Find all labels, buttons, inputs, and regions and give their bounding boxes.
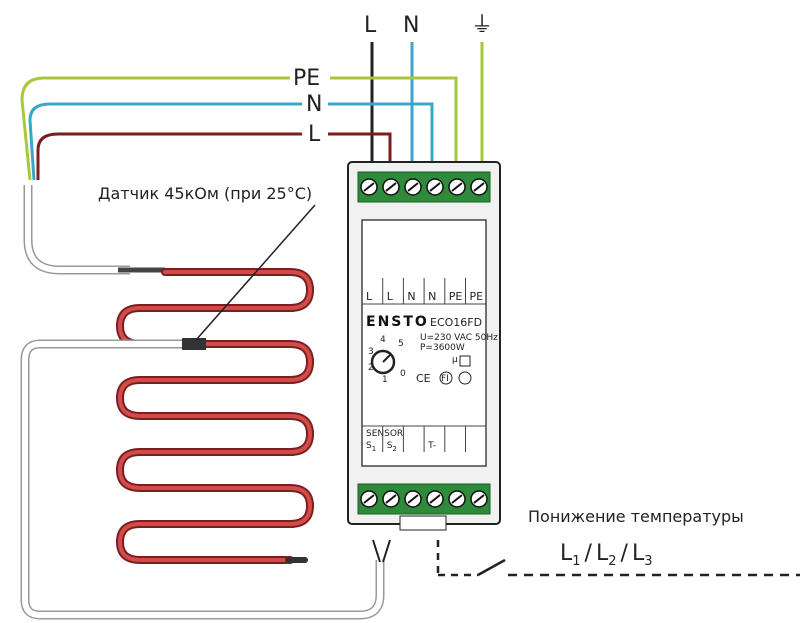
device-power: P=3600W — [420, 343, 465, 353]
lead-N-wire — [28, 102, 434, 181]
ground-symbol-icon: ⏚ — [471, 13, 493, 38]
dial-number: 2 — [368, 363, 374, 373]
terminal-label-top: N — [407, 290, 415, 303]
supply-wires — [370, 42, 484, 178]
terminal-label-bottom: S2 — [387, 441, 397, 453]
dial-number: 4 — [380, 335, 386, 345]
device-model: ECO16FD — [430, 316, 482, 329]
sensor-cable — [20, 338, 391, 620]
device-voltage: U=230 VAC 50Hz — [420, 333, 498, 343]
supply-N-label: N — [403, 13, 419, 38]
wire-N-label: N — [306, 92, 322, 117]
terminal-label-bottom: T- — [427, 441, 436, 451]
wire-PE-label: PE — [293, 66, 320, 91]
lead-L-wire — [36, 132, 392, 180]
terminal-label-top: PE — [470, 290, 484, 303]
sensor-probe — [182, 338, 206, 350]
terminal-label-top: L — [366, 290, 373, 303]
mu-symbol: μ — [452, 355, 458, 365]
terminal-label-bottom: S1 — [366, 441, 376, 453]
terminal-label-top: L — [387, 290, 394, 303]
reduction-label: Понижение температуры — [528, 507, 744, 526]
heating-cable — [115, 268, 315, 564]
top-terminal-block — [357, 171, 491, 203]
fi-mark: FI — [441, 374, 449, 384]
sensor-header: SENSOR — [366, 429, 403, 439]
sensor-label: Датчик 45кОм (при 25°С) — [98, 184, 312, 203]
device-brand: ENSTO — [366, 314, 429, 330]
dial-number: 1 — [382, 375, 388, 385]
dial-number: 3 — [368, 347, 374, 357]
dial-number: 5 — [398, 339, 404, 349]
wire-L-label: L — [308, 122, 321, 147]
ce-mark: CE — [416, 372, 431, 385]
terminal-label-top: N — [428, 290, 436, 303]
terminal-label-top: PE — [449, 290, 463, 303]
lead-wires — [20, 76, 458, 181]
dial-number: 0 — [400, 369, 406, 379]
bottom-terminal-block — [357, 483, 491, 515]
reduction-switch — [436, 540, 800, 577]
sensor-pointer-line — [195, 204, 316, 341]
reduction-inputs-label: L1/L2/L3 — [560, 541, 652, 569]
supply-L-label: L — [364, 13, 377, 38]
lead-PE-wire — [20, 76, 458, 181]
